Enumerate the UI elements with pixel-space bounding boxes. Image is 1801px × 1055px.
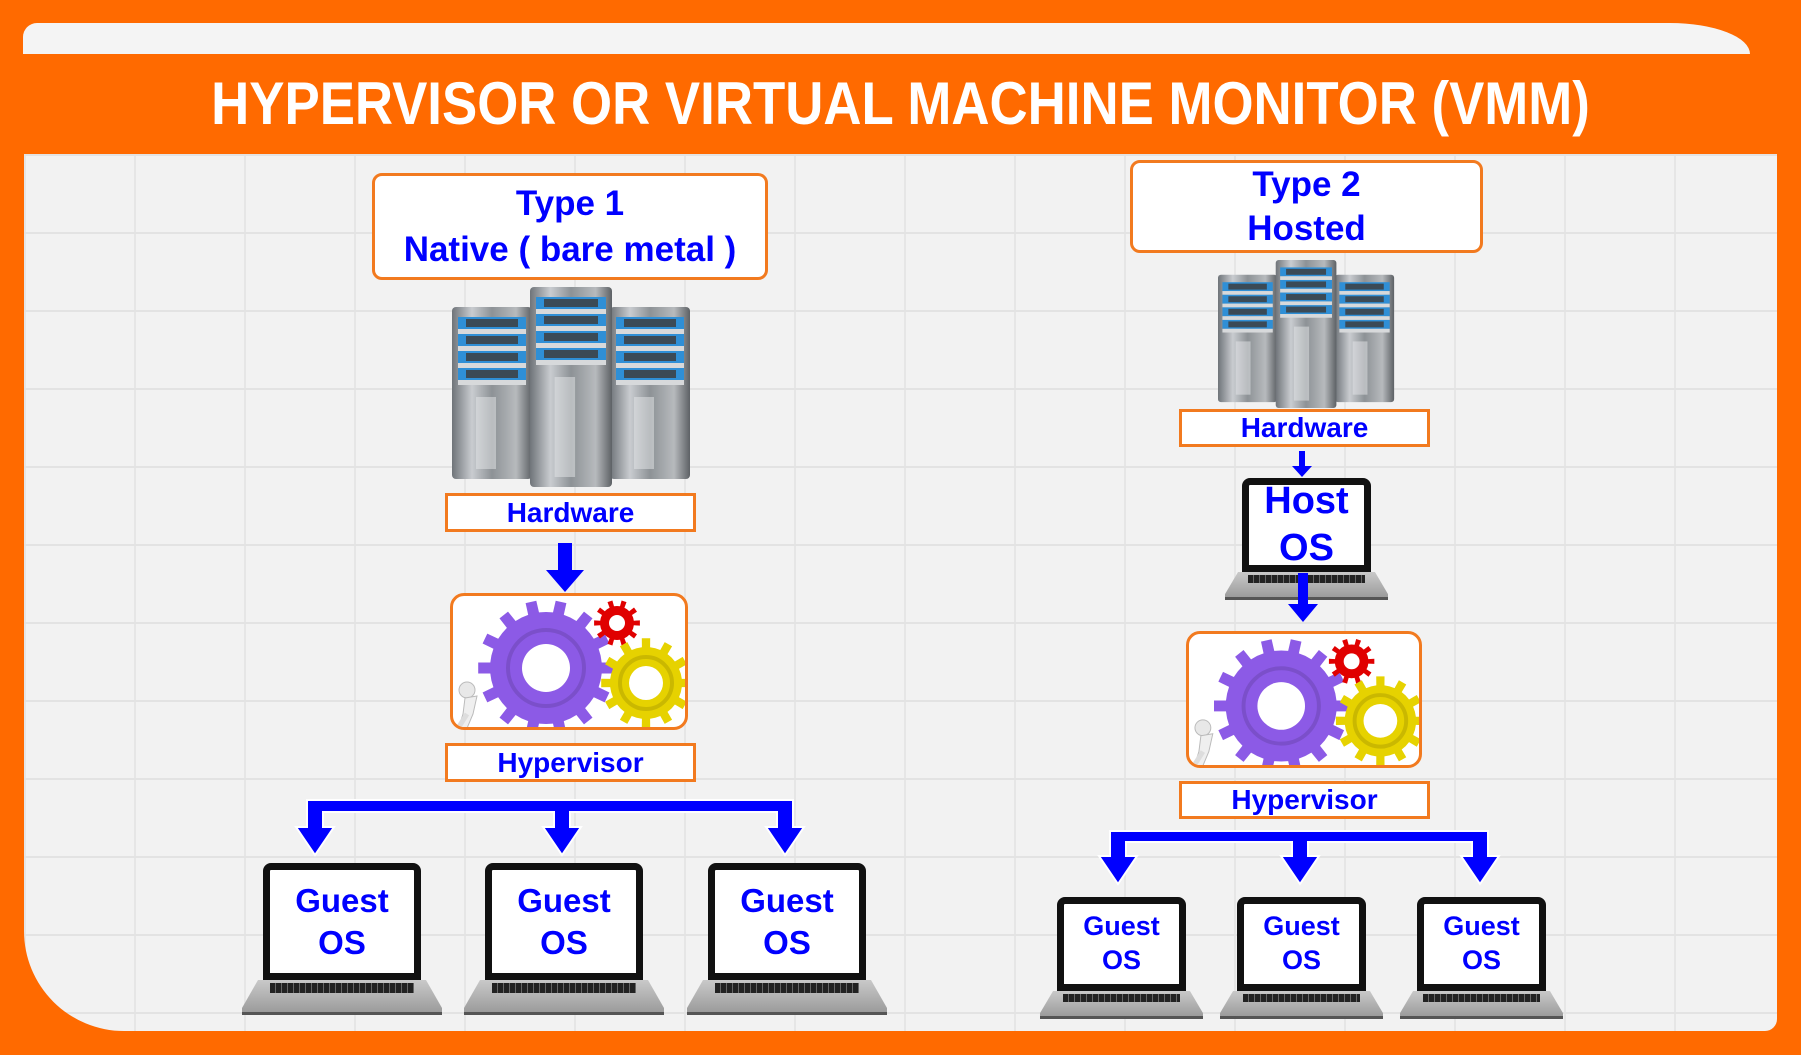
type2-hypervisor-label: Hypervisor — [1231, 784, 1378, 815]
laptop-screen-line1: Guest — [517, 882, 611, 920]
type1-heading-box: Type 1 Native ( bare metal ) — [372, 173, 768, 280]
laptop-edge — [464, 1012, 664, 1015]
branch-arrow — [1459, 830, 1501, 886]
arrow-down-icon — [546, 543, 584, 592]
type1-heading-line2: Native ( bare metal ) — [403, 229, 737, 269]
branch-arrows-icon — [294, 799, 806, 857]
arrow-shape — [1292, 451, 1312, 477]
laptop-keyboard — [270, 983, 414, 993]
laptop-keyboard — [1243, 994, 1360, 1002]
type2-hardware-box: Hardware — [1179, 409, 1430, 447]
laptop-screen-line2: OS — [1101, 945, 1141, 975]
laptop-screen-line2: OS — [1281, 945, 1321, 975]
laptop-keyboard — [492, 983, 636, 993]
pushing-figure-icon — [455, 681, 478, 727]
server-rack-icon — [1218, 260, 1395, 408]
type2-heading-line2: Hosted — [1247, 208, 1366, 248]
laptop-screen-line2: OS — [1279, 527, 1334, 569]
branch-bar-fill — [1119, 832, 1479, 841]
laptop-edge — [1400, 1016, 1563, 1019]
type1-hypervisor-label: Hypervisor — [497, 746, 644, 778]
type1-heading-line1: Type 1 — [515, 183, 625, 223]
laptop-keyboard — [1423, 994, 1540, 1002]
branch-arrows-icon — [1097, 830, 1501, 886]
laptop-screen-line1: Guest — [295, 882, 389, 920]
laptop-screen-line1: Guest — [1263, 911, 1340, 942]
laptop-screen-line1: Host — [1264, 479, 1349, 522]
arrow-down-icon — [1288, 573, 1318, 622]
brick-wall-background — [24, 154, 1777, 1031]
laptop-screen-line2: OS — [763, 923, 811, 961]
title-band — [0, 54, 1801, 154]
branch-arrow — [764, 799, 806, 857]
gears-icon — [1191, 639, 1419, 765]
gears-icon — [455, 600, 685, 727]
type2-hypervisor-box: Hypervisor — [1179, 781, 1430, 819]
laptop-screen-line2: OS — [318, 923, 366, 961]
arrow-shape — [1288, 573, 1318, 622]
laptop-screen-line1: Guest — [1083, 911, 1160, 942]
laptop-screen-line2: OS — [540, 923, 588, 961]
laptop-screen-line1: Guest — [740, 882, 834, 920]
page-title: HYPERVISOR OR VIRTUAL MACHINE MONITOR (V… — [211, 70, 1590, 137]
arrow-shape — [546, 543, 584, 592]
arrow-down-icon — [1292, 451, 1312, 477]
laptop-keyboard — [715, 983, 859, 993]
server-rack-icon — [452, 287, 690, 487]
pushing-figure-icon — [1191, 719, 1214, 765]
laptop-screen-line1: Guest — [1443, 911, 1520, 942]
laptop-screen-line2: OS — [1461, 945, 1501, 975]
top-strip — [23, 23, 1750, 54]
laptop-edge — [1040, 1016, 1203, 1019]
branch-bar-fill — [316, 801, 784, 811]
type2-heading-line1: Type 2 — [1252, 164, 1361, 204]
type1-hardware-box: Hardware — [445, 493, 696, 532]
type1-hardware-label: Hardware — [506, 496, 635, 528]
type2-hardware-label: Hardware — [1240, 412, 1369, 443]
type2-hypervisor-image — [1186, 631, 1422, 768]
laptop-edge — [1220, 1016, 1383, 1019]
laptop-keyboard — [1063, 994, 1180, 1002]
type1-hypervisor-image — [450, 593, 688, 730]
type2-heading-box: Type 2 Hosted — [1130, 160, 1483, 253]
laptop-edge — [687, 1012, 887, 1015]
laptop-edge — [242, 1012, 442, 1015]
type1-hypervisor-box: Hypervisor — [445, 743, 696, 782]
